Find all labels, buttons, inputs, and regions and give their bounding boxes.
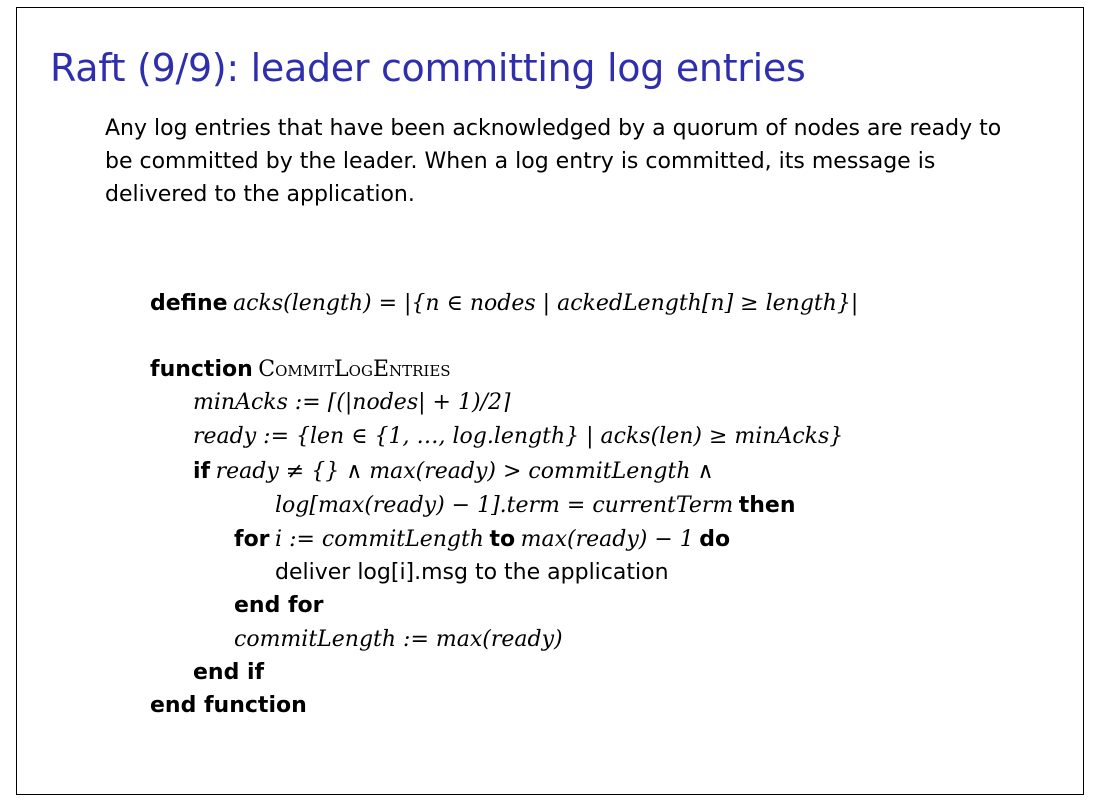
end-for-line: end for — [234, 593, 324, 618]
do-keyword: do — [699, 527, 731, 552]
define-line: define acks(length) = |{n ∈ nodes | acke… — [150, 288, 858, 319]
slide-frame — [16, 7, 1084, 795]
define-expression: acks(length) = |{n ∈ nodes | ackedLength… — [233, 291, 859, 316]
ready-line: ready := {len ∈ {1, …, log.length} | ack… — [193, 424, 844, 449]
function-keyword: function — [150, 357, 253, 382]
define-keyword: define — [150, 291, 228, 316]
for-range-start: i := commitLength — [275, 527, 484, 552]
slide-title: Raft (9/9): leader committing log entrie… — [50, 46, 806, 90]
to-keyword: to — [489, 527, 516, 552]
if-condition: ready ≠ {} ∧ max(ready) > commitLength ∧ — [215, 459, 714, 484]
intro-paragraph: Any log entries that have been acknowled… — [105, 116, 1002, 207]
for-line: for i := commitLength to max(ready) − 1 … — [234, 524, 730, 555]
function-line: function CommitLogEntries — [150, 354, 451, 385]
end-if-line: end if — [193, 660, 265, 685]
if-condition-continued: log[max(ready) − 1].term = currentTerm t… — [275, 490, 796, 521]
for-keyword: for — [234, 527, 270, 552]
deliver-line: deliver log[i].msg to the application — [275, 560, 669, 585]
commit-assign-line: commitLength := max(ready) — [234, 627, 563, 652]
min-acks-line: minAcks := ⌈(|nodes| + 1)/2⌉ — [193, 390, 511, 415]
end-function-line: end function — [150, 693, 307, 718]
function-name: CommitLogEntries — [258, 357, 451, 382]
if-condition-term: log[max(ready) − 1].term = currentTerm — [275, 493, 734, 518]
if-keyword: if — [193, 459, 211, 484]
for-range-end: max(ready) − 1 — [520, 527, 694, 552]
then-keyword: then — [738, 493, 796, 518]
if-line: if ready ≠ {} ∧ max(ready) > commitLengt… — [193, 456, 714, 487]
